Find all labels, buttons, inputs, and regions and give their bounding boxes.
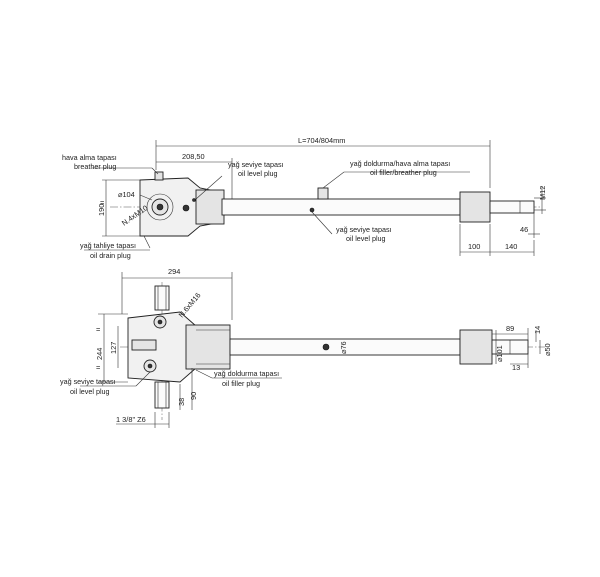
input-shaft-lower [154, 381, 170, 409]
input-shaft-upper [154, 285, 170, 311]
label-filler-bottom-en: oil filler plug [222, 379, 260, 388]
label-level2-tr: yağ seviye tapası [336, 225, 392, 234]
dim-length: L=704/804mm [298, 136, 345, 145]
label-filler-tr: yağ doldurma/hava alma tapası [350, 159, 450, 168]
label-level-bottom-en: oil level plug [70, 387, 110, 396]
label-filler-bottom-tr: yağ doldurma tapası [214, 369, 279, 378]
dim-inner: 127 [109, 342, 118, 354]
bottom-view: 294 89 14 [60, 267, 552, 428]
dim-89: 89 [506, 324, 514, 333]
label-filler-en: oil filler/breather plug [370, 168, 437, 177]
label-breather-en: breather plug [74, 162, 116, 171]
dim-bolts-bottom: N.6xM16 [177, 291, 203, 319]
svg-text:=: = [100, 198, 104, 207]
dim-90: 90 [189, 392, 198, 400]
label-breather-tr: hava alma tapası [62, 153, 117, 162]
dim-offset: 208,50 [182, 152, 205, 161]
dim-flange: ⌀101 [495, 345, 504, 362]
dim-tube: ⌀76 [339, 341, 348, 354]
dim-14: 14 [533, 326, 542, 334]
dim-13: 13 [512, 363, 520, 372]
label-drain-en: oil drain plug [90, 251, 131, 260]
dim-bolt-circle: ⌀104 [118, 190, 135, 199]
dim-height: 190 [97, 204, 106, 216]
dim-140: 140 [505, 242, 517, 251]
svg-text:=: = [96, 325, 100, 334]
output-housing-bottom [459, 329, 493, 365]
top-view: L=704/804mm 208,50 M12 [62, 136, 547, 260]
dim-thread: M12 [538, 186, 547, 200]
label-level-bottom-tr: yağ seviye tapası [60, 377, 116, 386]
output-housing-top [459, 191, 491, 223]
label-level-tr: yağ seviye tapası [228, 160, 284, 169]
dim-shaft: ⌀50 [543, 343, 552, 356]
dim-100: 100 [468, 242, 480, 251]
dim-38: 38 [177, 398, 186, 406]
label-level-en: oil level plug [238, 169, 278, 178]
dim-width: 294 [168, 267, 180, 276]
label-drain-tr: yağ tahliye tapası [80, 241, 136, 250]
drive-tube-top [221, 198, 461, 216]
dim-spline: 1 3/8" Z6 [116, 415, 146, 424]
dim-key: 46 [520, 225, 528, 234]
label-level2-en: oil level plug [346, 234, 386, 243]
svg-text:=: = [96, 363, 100, 372]
dim-height-bottom: 244 [95, 348, 104, 360]
